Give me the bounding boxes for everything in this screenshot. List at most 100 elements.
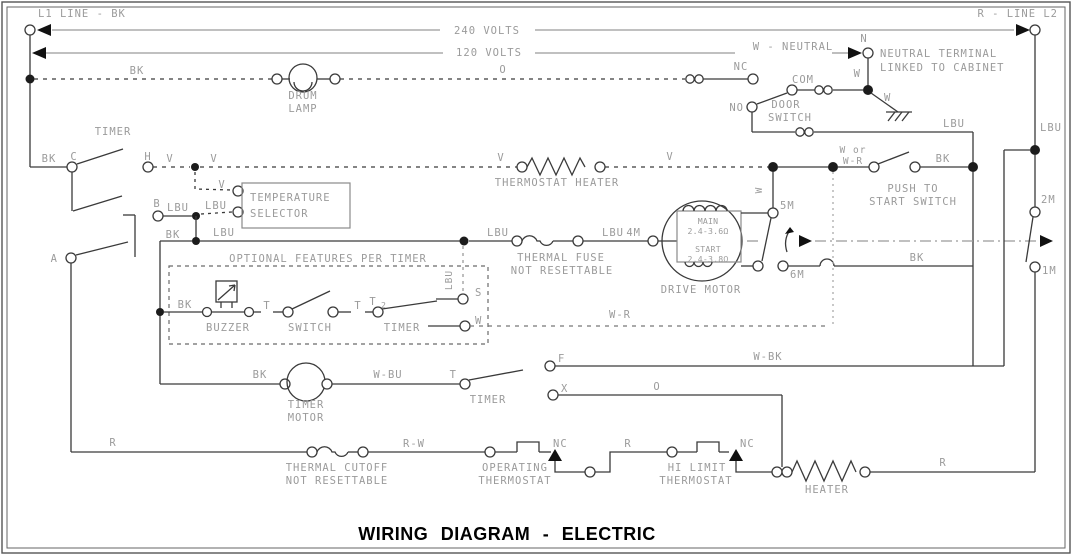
optional-header-label: OPTIONAL FEATURES PER TIMER	[229, 253, 427, 265]
start-winding-icon	[684, 261, 713, 268]
thermostat-arrow-icon	[729, 449, 743, 461]
nc-contact-icon	[516, 441, 540, 452]
m1-label: 1M	[1042, 265, 1057, 277]
thermal-fuse: LBU THERMAL FUSE NOT RESETTABLE LBU	[200, 227, 648, 277]
connector-icon	[584, 466, 596, 478]
heat-circuit: R THERMAL CUTOFF NOT RESETTABLE R-W NC R…	[71, 437, 1035, 496]
l1-line-label: L1 LINE - BK	[38, 8, 126, 20]
ground-icon	[870, 92, 912, 122]
timer-motor-label-1: TIMER	[288, 399, 325, 411]
neutral-note-2: LINKED TO CABINET	[880, 62, 1004, 74]
connector-icon	[814, 85, 824, 95]
temperature-selector: V LBU TEMPERATURE SELECTOR	[194, 172, 351, 229]
timer-motor-label-2: MOTOR	[288, 412, 325, 424]
lbu-wire-label: LBU	[444, 270, 455, 290]
selector-box	[241, 182, 351, 229]
buzzer-icon	[215, 280, 238, 308]
optional-timer-blade	[381, 300, 438, 310]
r-wire-label: R	[624, 438, 631, 450]
lbu-wire-label: LBU	[167, 202, 189, 214]
m2-label: 2M	[1041, 194, 1056, 206]
start-switch-blade	[877, 151, 910, 165]
m5-label: 5M	[780, 200, 795, 212]
m6-label: 6M	[790, 269, 805, 281]
w-wire-label: W	[754, 187, 765, 194]
lamp-bulb-icon	[288, 63, 318, 93]
drum-lamp-label-1: DRUM	[288, 90, 317, 102]
connector-icon	[804, 127, 814, 137]
junction-dot	[191, 163, 199, 171]
timer-blade-a	[75, 241, 129, 256]
x-terminal	[547, 389, 559, 401]
t-label: T	[450, 369, 457, 381]
hi-limit-label-1: HI LIMIT	[668, 462, 727, 474]
heater-connector	[771, 466, 783, 478]
n-terminal	[862, 47, 874, 59]
t2-subscript: 2	[381, 300, 386, 310]
lbu-right-label: LBU	[1040, 122, 1062, 134]
neutral-junction-dot	[863, 85, 873, 95]
m4-label: 4M	[626, 227, 641, 239]
b-terminal	[152, 210, 164, 222]
m5-terminal	[767, 207, 779, 219]
optional-box	[168, 265, 489, 345]
buzzer-terminal	[201, 306, 213, 318]
thermostat-heater: V THERMOSTAT HEATER V	[200, 151, 768, 189]
w-or-label: W or	[840, 145, 867, 156]
a-label: A	[51, 253, 58, 265]
v-wire-label: V	[666, 151, 673, 163]
thermal-cutoff-label-2: NOT RESETTABLE	[286, 475, 389, 487]
centrifugal-blade-2	[1025, 216, 1034, 263]
lamp-terminal-right	[329, 73, 341, 85]
nc-terminal	[747, 73, 759, 85]
drum-lamp: BK DRUM LAMP O NC	[34, 61, 759, 115]
thermostat-arrow-icon	[548, 449, 562, 461]
fuse-terminal	[511, 235, 523, 247]
hi-limit-terminal	[666, 446, 678, 458]
f-label: F	[558, 353, 565, 365]
lamp-terminal-left	[271, 73, 283, 85]
b-label: B	[153, 198, 160, 210]
o-wire-label: O	[653, 381, 660, 393]
t2-label: T	[369, 296, 376, 308]
bk-wire-label: BK	[166, 229, 181, 241]
power-rails: L1 LINE - BK R - LINE L2 240 VOLTS 120 V…	[24, 8, 1062, 167]
no-label: NO	[729, 102, 744, 114]
motor-body-icon	[661, 200, 743, 282]
lbu-wire-label: LBU	[205, 200, 227, 212]
timer-blade-ch	[76, 148, 124, 165]
start-switch-terminal	[909, 161, 921, 173]
nc-contact-icon	[696, 441, 720, 452]
thermal-fuse-icon	[521, 235, 554, 247]
bk-wire-label: BK	[42, 153, 57, 165]
start-label: START	[695, 244, 721, 254]
connector-icon	[685, 74, 695, 84]
com-terminal	[786, 84, 798, 96]
lbu-wire-label: LBU	[487, 227, 509, 239]
m1-terminal	[1029, 261, 1041, 273]
w-neutral-label: W - NEUTRAL	[753, 41, 834, 53]
timer-label: TIMER	[470, 394, 507, 406]
optional-switch-blade	[291, 290, 331, 310]
s-label: S	[475, 287, 482, 299]
main-ohms-label: 2.4-3.6Ω	[687, 226, 728, 236]
push-to-start-label-2: START SWITCH	[869, 196, 957, 208]
op-thermostat-terminal	[484, 446, 496, 458]
wbu-wire-label: W-BU	[373, 369, 402, 381]
m6-terminal	[777, 260, 789, 272]
hi-limit-label-2: THERMOSTAT	[659, 475, 732, 487]
l2-arrow-icon	[1016, 24, 1030, 36]
junction-dot	[192, 237, 200, 245]
switch-terminal	[282, 306, 294, 318]
cam-arrow-icon	[1040, 235, 1053, 247]
t-terminal	[459, 378, 471, 390]
temp-selector-label-1: TEMPERATURE	[250, 192, 331, 204]
l1-terminal	[24, 24, 36, 36]
v-wire-label: V	[497, 152, 504, 164]
switch-terminal	[327, 306, 339, 318]
junction-dot	[459, 236, 469, 246]
t-wire-label: T	[354, 300, 361, 312]
op-thermostat-label-1: OPERATING	[482, 462, 548, 474]
heater-resistor-icon	[791, 459, 857, 483]
